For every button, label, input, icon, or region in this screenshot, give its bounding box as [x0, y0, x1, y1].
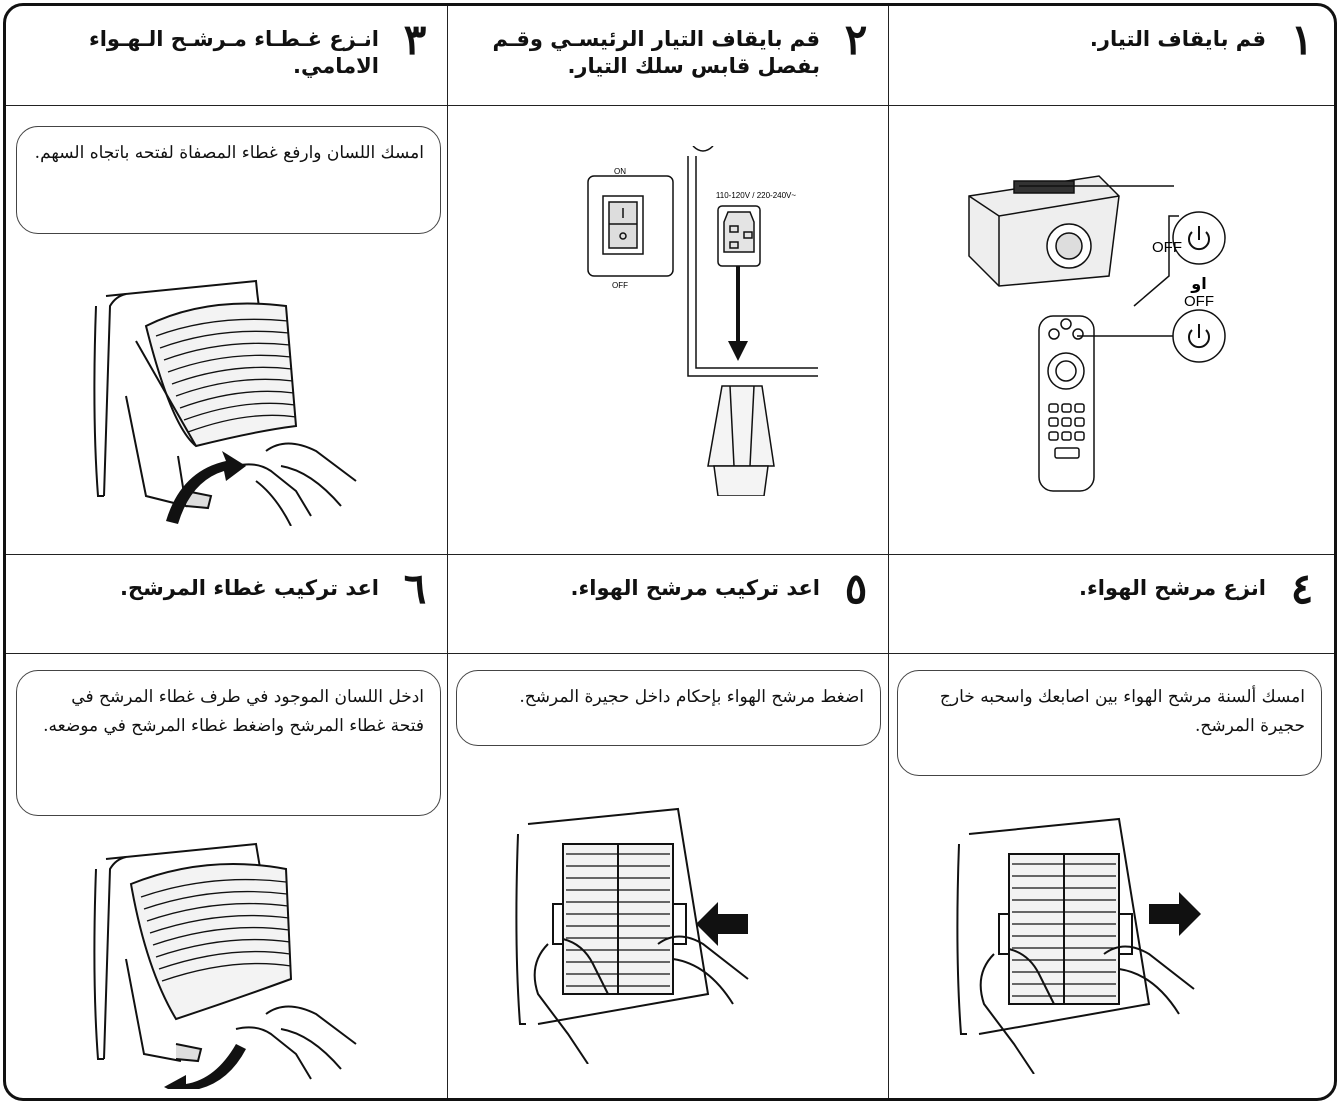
- step-1-number: ١: [1288, 20, 1316, 60]
- step-6-number: ٦: [401, 569, 429, 609]
- or-label: او: [1190, 274, 1206, 293]
- step-3-body: امسك اللسان وارفع غطاء المصفاة لفتحه بات…: [6, 106, 448, 555]
- power-off-illustration: OFF او OFF: [959, 156, 1289, 506]
- step-4-instruction: امسك ألسنة مرشح الهواء بين اصابعك واسحبه…: [897, 670, 1322, 776]
- step-6-header: اعد تركيب غطاء المرشح. ٦: [6, 555, 448, 654]
- step-1-body: OFF او OFF: [889, 106, 1334, 555]
- remote-off-label: OFF: [1184, 293, 1214, 310]
- arrow-left-icon: [696, 902, 748, 946]
- step-5-body: اضغط مرشح الهواء بإحكام داخل حجيرة المرش…: [448, 654, 889, 1098]
- step-3-title: انـزع غـطـاء مـرشـح الـهـواء الامامي.: [49, 20, 379, 80]
- voltage-label: 110-120V / 220-240V~: [716, 191, 796, 200]
- insert-filter-illustration: [508, 794, 798, 1064]
- step-2-header: قم بايقاف التيار الرئيسـي وقـم بفصل قابس…: [448, 6, 889, 106]
- step-1-title: قم بايقاف التيار.: [1090, 20, 1266, 53]
- open-filter-cover-illustration: [86, 266, 376, 526]
- switch-on-label: ON: [614, 167, 626, 176]
- step-5-number: ٥: [842, 569, 870, 609]
- switch-off-label: OFF: [612, 281, 628, 290]
- step-3-number: ٣: [401, 20, 429, 60]
- step-5-title: اعد تركيب مرشح الهواء.: [571, 569, 820, 602]
- step-4-number: ٤: [1288, 569, 1316, 609]
- step-5-instruction: اضغط مرشح الهواء بإحكام داخل حجيرة المرش…: [456, 670, 881, 746]
- reattach-cover-illustration: [86, 829, 376, 1089]
- step-4-title: انزع مرشح الهواء.: [1079, 569, 1266, 602]
- step-2-number: ٢: [842, 20, 870, 60]
- step-6-instruction: ادخل اللسان الموجود في طرف غطاء المرشح ف…: [16, 670, 441, 816]
- projector-off-label: OFF: [1152, 239, 1182, 256]
- step-6-body: ادخل اللسان الموجود في طرف غطاء المرشح ف…: [6, 654, 448, 1098]
- step-3-instruction: امسك اللسان وارفع غطاء المصفاة لفتحه بات…: [16, 126, 441, 234]
- step-4-body: امسك ألسنة مرشح الهواء بين اصابعك واسحبه…: [889, 654, 1334, 1098]
- step-6-title: اعد تركيب غطاء المرشح.: [120, 569, 379, 602]
- remove-filter-illustration: [949, 804, 1239, 1074]
- instruction-sheet: انـزع غـطـاء مـرشـح الـهـواء الامامي. ٣ …: [3, 3, 1337, 1101]
- step-3-header: انـزع غـطـاء مـرشـح الـهـواء الامامي. ٣: [6, 6, 448, 106]
- step-2-body: ON OFF 110-120V / 220-240V~: [448, 106, 889, 555]
- step-5-header: اعد تركيب مرشح الهواء. ٥: [448, 555, 889, 654]
- arrow-down-icon: [728, 341, 748, 361]
- power-cord-illustration: ON OFF 110-120V / 220-240V~: [578, 146, 818, 496]
- step-2-title: قم بايقاف التيار الرئيسـي وقـم بفصل قابس…: [490, 20, 820, 80]
- arrow-right-icon: [1149, 892, 1201, 936]
- step-1-header: قم بايقاف التيار. ١: [889, 6, 1334, 106]
- step-4-header: انزع مرشح الهواء. ٤: [889, 555, 1334, 654]
